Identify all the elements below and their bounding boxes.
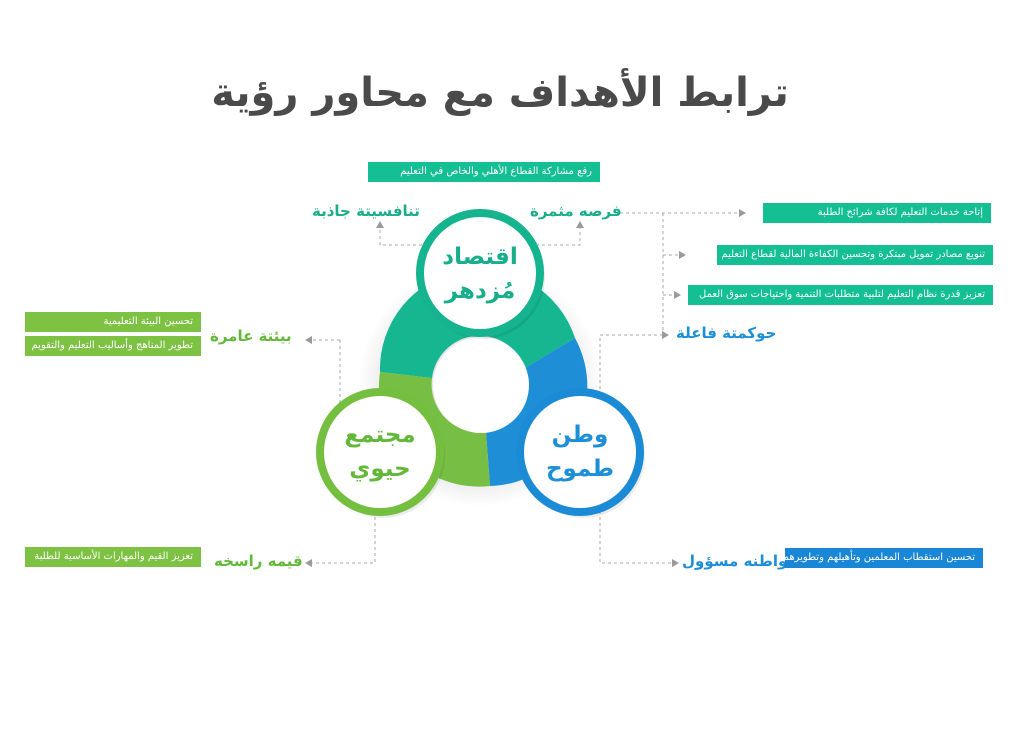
box-education-services: إتاحة خدمات التعليم لكافة شرائح الطلبة [763,203,991,223]
box-learning-environment: تحسين البيئة التعليمية [25,312,201,332]
label-vibrant-environment: بيئتة عامرة [210,327,292,345]
label-deep-values: قيمه راسخه [214,552,303,570]
page-title: ترابط الأهداف مع محاور رؤية [211,70,789,116]
pillar-economy: اقتصاد مُزدهر [420,240,540,308]
label-fruitful-opportunities: فرصه مثمرة [530,202,622,220]
pillar-society-line1: مجتمع [344,422,416,448]
box-values-skills: تعزيز القيم والمهارات الأساسية للطلبة [25,547,201,567]
label-attractive-competitiveness: تنافسيتة جاذبة [312,202,420,220]
pillar-nation-line2: طموح [545,456,615,482]
box-labor-market: تعزيز قدرة نظام التعليم لتلبية متطلبات ا… [688,285,993,305]
pillar-nation-line1: وطن [551,422,609,448]
box-curricula: تطوير المناهج وأساليب التعليم والتقويم [25,336,201,356]
label-effective-governance: حوكمتة فاعلة [676,324,777,342]
pillar-economy-line2: مُزدهر [444,278,516,304]
pillar-society: مجتمع حيوي [320,418,440,486]
box-teachers: تحسين استقطاب المعلمين وتأهيلهم وتطويرهم [785,548,983,568]
label-responsible-citizen: مواطنه مسؤول [682,552,797,570]
pillar-economy-line1: اقتصاد [442,244,518,270]
pillar-society-line2: حيوي [349,456,411,482]
box-funding-sources: تنويع مصادر تمويل مبتكرة وتحسين الكفاءة … [717,245,993,265]
box-private-sector: رفع مشاركة القطاع الأهلي والخاص في التعل… [368,162,600,182]
pillar-nation: وطن طموح [520,418,640,486]
